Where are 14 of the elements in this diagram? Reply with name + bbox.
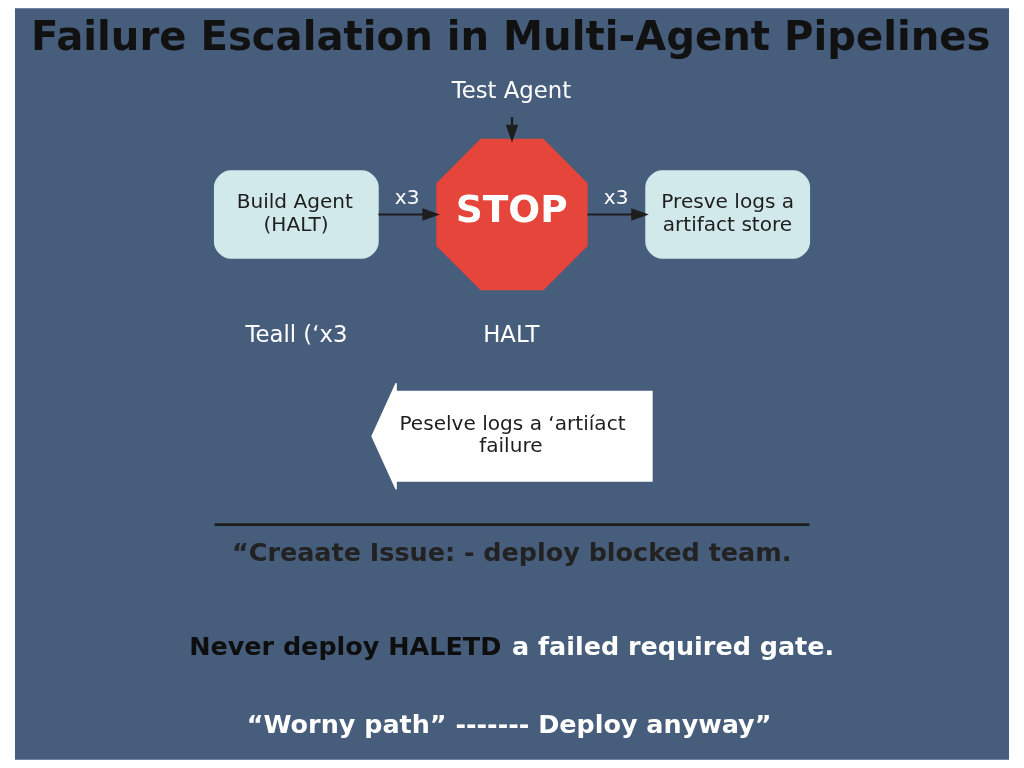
arrow	[378, 208, 441, 221]
label: “Worny path” ------- Deploy anyway”	[246, 708, 772, 739]
node-box: Presve logs a artifact store	[645, 170, 811, 259]
label: “Creaate Issue: - deploy blocked team.	[232, 537, 792, 568]
edge-label: x3	[603, 184, 629, 209]
diagram-title: Failure Escalation in Multi-Agent Pipelines	[31, 12, 991, 59]
label: a failed required gate.	[512, 630, 835, 661]
node-box: Build Agent (HALT)	[213, 170, 379, 259]
label: Never deploy HALETD	[189, 630, 502, 661]
node-label: Teall (‘x3	[245, 320, 348, 347]
edge-label: x3	[394, 184, 420, 209]
node-label: HALT	[483, 320, 540, 347]
arrow	[587, 208, 649, 221]
node-text: Test Agent	[451, 77, 572, 104]
